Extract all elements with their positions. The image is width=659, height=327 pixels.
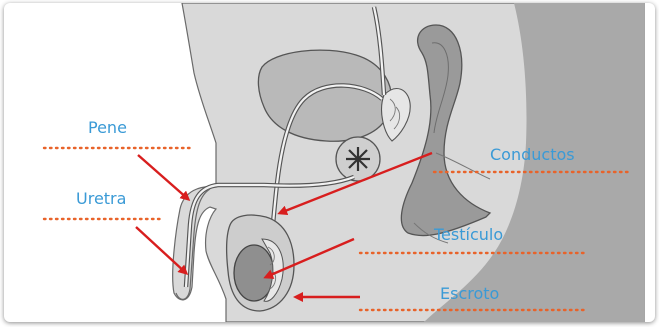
pene-arrow — [138, 155, 188, 199]
label-pene: Pene — [88, 120, 127, 136]
prostate-spokes — [346, 147, 370, 171]
diagram-frame: Pene Uretra Conductos Testículo Escroto — [4, 3, 655, 322]
label-testiculo: Testículo — [434, 227, 503, 243]
label-conductos: Conductos — [490, 147, 575, 163]
label-escroto: Escroto — [440, 286, 499, 302]
label-uretra: Uretra — [76, 191, 126, 207]
